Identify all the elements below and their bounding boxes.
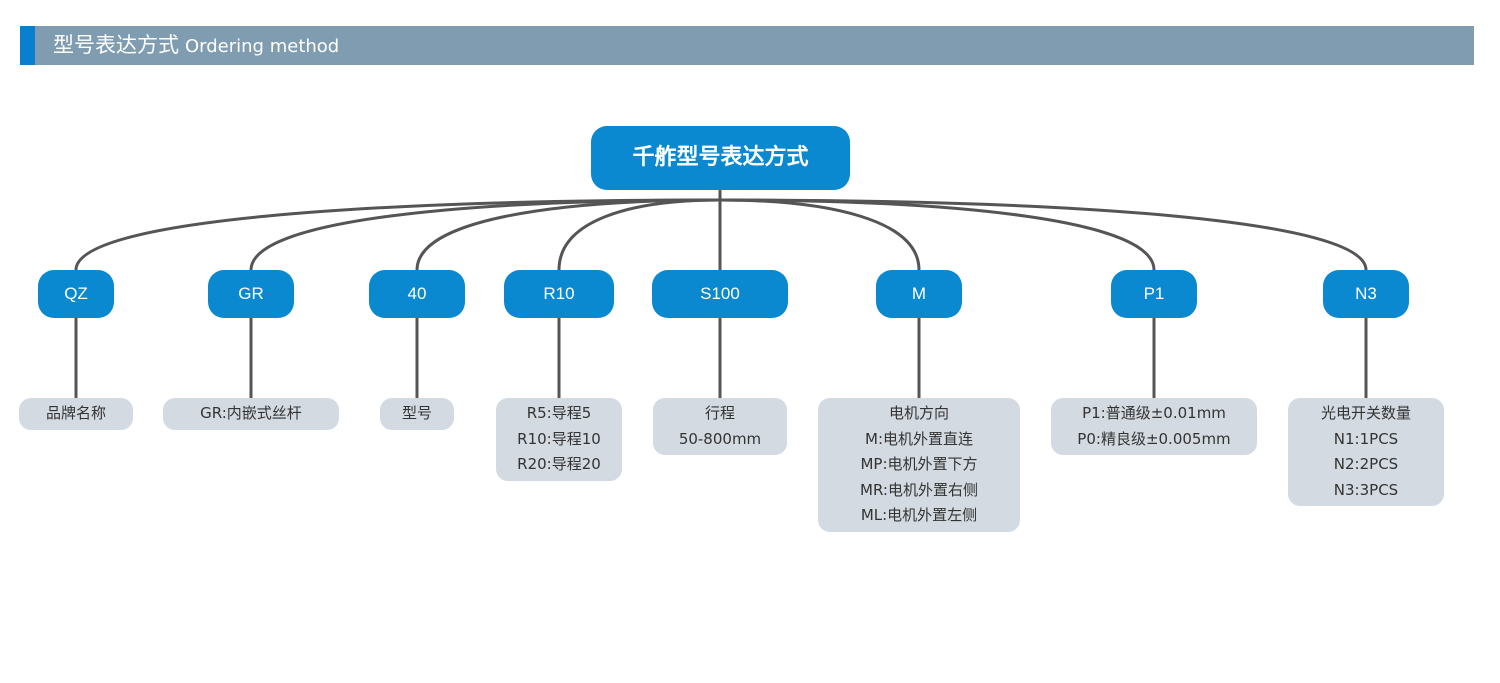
description-line: N1:1PCS [1333,429,1399,448]
code-node-r10: R10 [504,270,614,318]
description-box-qz: 品牌名称 [19,398,133,430]
section-header-accent [20,26,35,65]
description-line: ML:电机外置左侧 [860,506,978,524]
description-line: 行程 [704,404,735,422]
description-line: P0:精良级±0.005mm [1077,429,1231,448]
connector-curve-40 [415,198,721,271]
section-title-en: Ordering method [185,36,340,57]
description-line: GR:内嵌式丝杆 [200,404,302,422]
description-line: 型号 [401,404,432,422]
section-title-cn: 型号表达方式 [53,33,179,57]
description-line: R20:导程20 [517,455,601,473]
code-node-p1: P1 [1111,270,1197,318]
code-node-gr: GR [208,270,294,318]
code-node-m: M [876,270,962,318]
section-header-bar [20,26,1474,65]
section-title: 型号表达方式 Ordering method [53,26,339,65]
connector-curve-m [719,198,921,271]
description-line: R5:导程5 [526,404,592,422]
description-line: 光电开关数量 [1320,404,1411,422]
description-box-n3: 光电开关数量 N1:1PCS N2:2PCS N3:3PCS [1288,398,1444,506]
connector-curve-gr [249,198,721,271]
description-line: R10:导程10 [517,429,601,448]
description-box-40: 型号 [380,398,454,430]
root-node: 千舴型号表达方式 [591,126,850,190]
code-node-40: 40 [369,270,465,318]
description-box-m: 电机方向 M:电机外置直连 MP:电机外置下方 MR:电机外置右侧 ML:电机外置左侧 [818,398,1020,532]
description-line: MP:电机外置下方 [860,455,978,473]
description-line: 品牌名称 [45,404,106,422]
connector-curve-n3 [719,198,1368,271]
code-node-n3: N3 [1323,270,1409,318]
description-line: 50-800mm [678,429,762,448]
description-box-s100: 行程 50-800mm [653,398,787,455]
code-node-s100: S100 [652,270,788,318]
code-node-qz: QZ [38,270,114,318]
description-line: N2:2PCS [1333,455,1399,473]
connector-curve-r10 [557,198,721,271]
description-line: N3:3PCS [1333,480,1399,499]
description-line: P1:普通级±0.01mm [1082,404,1226,422]
description-box-gr: GR:内嵌式丝杆 [163,398,339,430]
description-line: M:电机外置直连 [865,429,973,448]
description-line: 电机方向 [888,404,949,422]
description-line: MR:电机外置右侧 [860,480,978,499]
